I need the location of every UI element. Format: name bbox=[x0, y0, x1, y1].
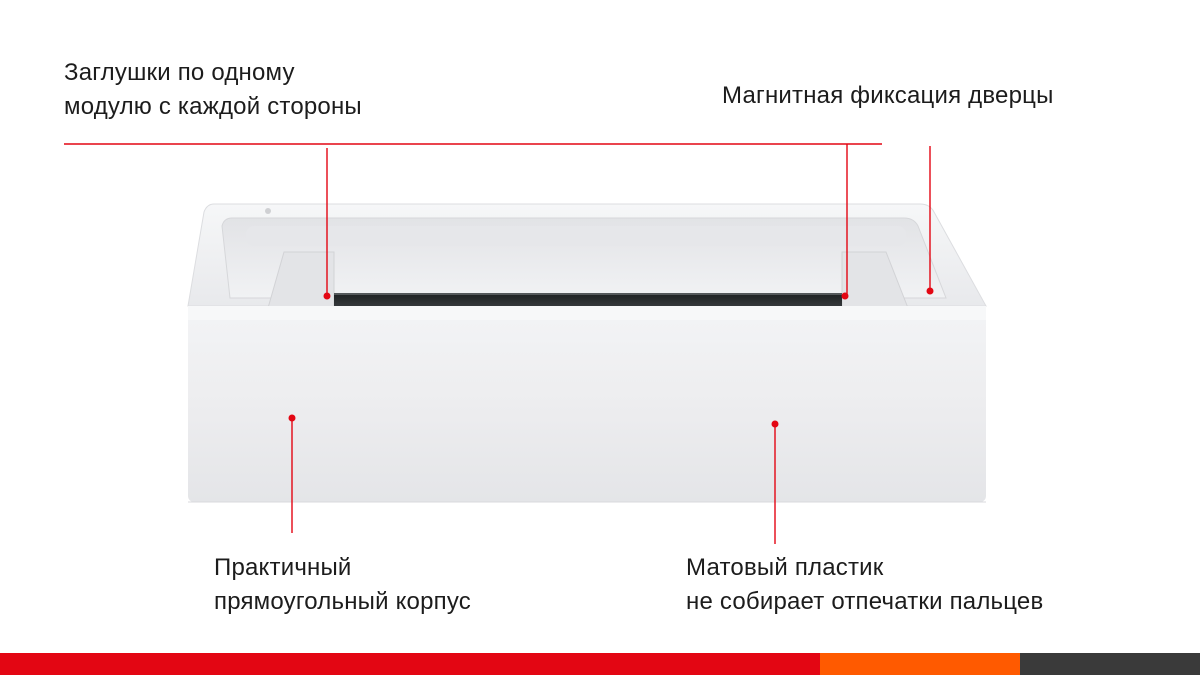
callout-body-shape-line1: Практичный bbox=[214, 554, 352, 581]
callout-plugs-line1: Заглушки по одному bbox=[64, 59, 295, 86]
enclosure bbox=[187, 203, 987, 503]
brand-stripe-dark bbox=[1020, 653, 1200, 675]
matte-dot bbox=[771, 420, 779, 428]
callout-body-shape-line2: прямоугольный корпус bbox=[214, 588, 471, 615]
body-dot bbox=[288, 414, 296, 422]
callout-dots bbox=[288, 287, 934, 428]
enclosure-front-face bbox=[188, 306, 986, 502]
enclosure-inner-shadow bbox=[246, 226, 906, 246]
callout-plugs: Заглушки по одному модулю с каждой сторо… bbox=[64, 56, 362, 124]
callout-matte-line1: Матовый пластик bbox=[686, 554, 884, 581]
callout-plugs-line2: модулю с каждой стороны bbox=[64, 93, 362, 120]
callout-magnet-line1: Магнитная фиксация дверцы bbox=[722, 82, 1054, 109]
plugs-right-dot bbox=[841, 292, 849, 300]
callout-body-shape: Практичный прямоугольный корпус bbox=[214, 551, 471, 619]
callout-matte: Матовый пластик не собирает отпечатки па… bbox=[686, 551, 1043, 619]
brand-stripe-red bbox=[0, 653, 820, 675]
magnet-dot bbox=[926, 287, 934, 295]
callout-magnet: Магнитная фиксация дверцы bbox=[722, 79, 1054, 113]
callout-matte-line2: не собирает отпечатки пальцев bbox=[686, 588, 1044, 615]
brand-stripe-orange bbox=[820, 653, 1020, 675]
din-rail-slot-edge bbox=[334, 293, 842, 295]
plugs-left-dot bbox=[323, 292, 331, 300]
corner-screw-dot bbox=[265, 208, 271, 214]
enclosure-front-top-edge bbox=[188, 306, 986, 320]
callout-lines bbox=[64, 143, 931, 544]
